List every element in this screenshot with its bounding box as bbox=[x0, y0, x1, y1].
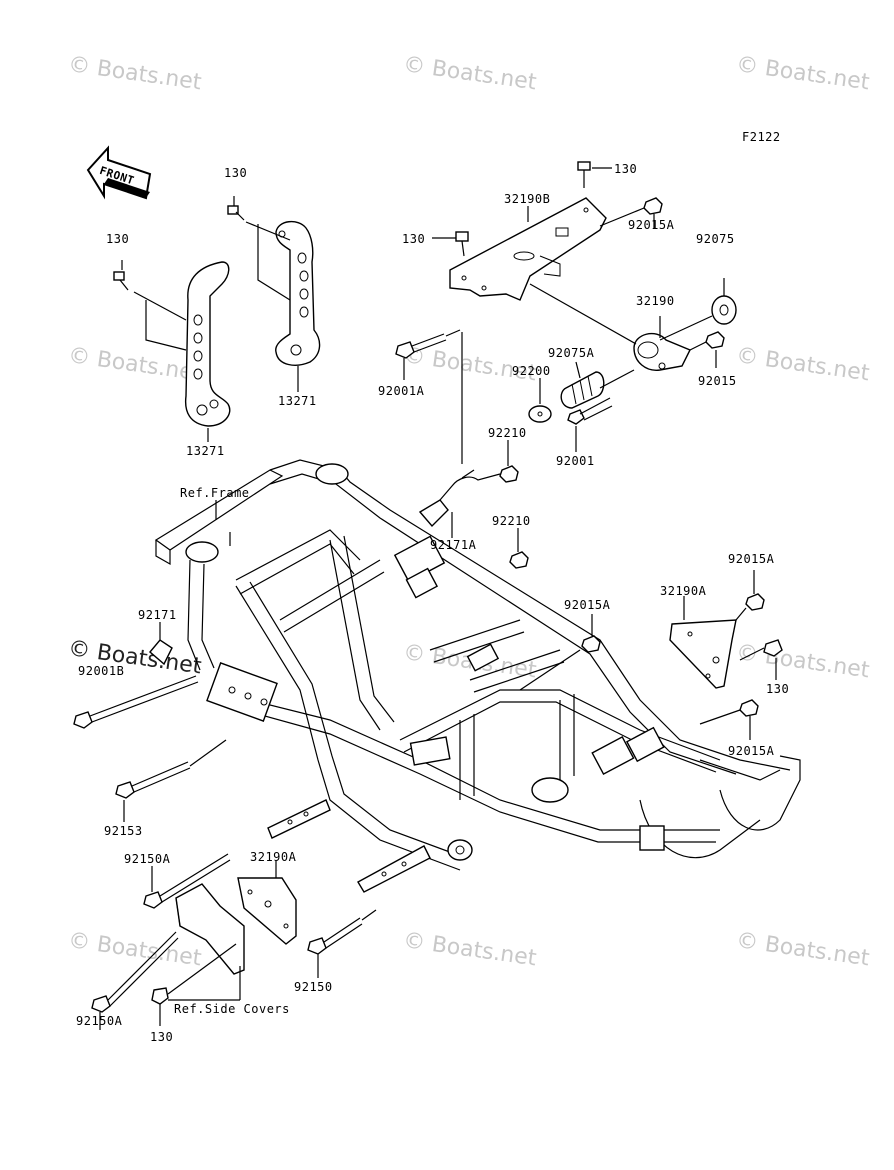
part-label: 130 bbox=[766, 682, 790, 696]
bolt-92001B-icon bbox=[73, 675, 199, 729]
part-label: 92015A bbox=[728, 744, 775, 758]
part-label: 92075A bbox=[548, 346, 595, 360]
diagram-code: F2122 bbox=[742, 130, 781, 144]
front-arrow-icon bbox=[86, 145, 152, 200]
nut-92210-icon bbox=[499, 465, 519, 483]
bolt-130-icon bbox=[455, 231, 469, 257]
guard-side-cover bbox=[175, 883, 245, 975]
part-label: 92001B bbox=[78, 664, 125, 678]
part-label: 92150A bbox=[76, 1014, 123, 1028]
bracket-32190B bbox=[449, 197, 607, 301]
part-label: 92015A bbox=[564, 598, 611, 612]
part-label: 92015A bbox=[728, 552, 775, 566]
part-label: 92015 bbox=[698, 374, 737, 388]
part-label: 32190B bbox=[504, 192, 551, 206]
part-label: 13271 bbox=[186, 444, 225, 458]
plate-32190A-lower bbox=[237, 877, 297, 945]
part-label: 92171A bbox=[430, 538, 477, 552]
bolt-92153-icon bbox=[115, 761, 191, 799]
part-label: 92001A bbox=[378, 384, 425, 398]
bolt-130-icon bbox=[151, 987, 169, 1005]
pivot-32190 bbox=[633, 332, 691, 371]
part-label: 92210 bbox=[492, 514, 531, 528]
nut-92015A-icon bbox=[739, 699, 759, 717]
clip-92171A bbox=[418, 469, 501, 528]
plate-32190A-right bbox=[669, 619, 737, 689]
part-label: 92015A bbox=[628, 218, 675, 232]
part-label: 130 bbox=[106, 232, 130, 246]
nut-92015A-icon bbox=[643, 197, 663, 215]
bolt-92150-icon bbox=[307, 917, 363, 955]
nut-92015A-icon bbox=[581, 635, 601, 653]
part-label: 92210 bbox=[488, 426, 527, 440]
nut-92015-icon bbox=[705, 331, 725, 349]
part-label: 130 bbox=[224, 166, 248, 180]
bolt-130-icon bbox=[739, 639, 783, 661]
bolt-92150A-icon bbox=[143, 853, 231, 909]
nut-92015A-icon bbox=[745, 593, 765, 611]
part-label: 92075 bbox=[696, 232, 735, 246]
ref-frame-label: Ref.Frame bbox=[180, 486, 250, 500]
bolt-92150A-icon bbox=[91, 931, 179, 1013]
clip-92171 bbox=[149, 639, 173, 666]
bolt-130-icon bbox=[113, 271, 129, 291]
ref-side-covers-label: Ref.Side Covers bbox=[174, 1002, 290, 1016]
part-label: 92171 bbox=[138, 608, 177, 622]
washer-92075-icon bbox=[711, 295, 737, 325]
part-label: 92200 bbox=[512, 364, 551, 378]
part-label: 92150 bbox=[294, 980, 333, 994]
main-frame bbox=[154, 459, 801, 893]
bracket-13271-left bbox=[184, 261, 231, 427]
bolt-130-icon bbox=[577, 161, 591, 188]
bracket-13271-right bbox=[275, 221, 321, 366]
bolt-130-icon bbox=[227, 205, 245, 221]
bushing-92075A bbox=[560, 369, 635, 409]
part-label: 130 bbox=[614, 162, 638, 176]
part-label: 92150A bbox=[124, 852, 171, 866]
part-label: 92153 bbox=[104, 824, 143, 838]
nut-92210-icon bbox=[509, 551, 529, 569]
part-label: 130 bbox=[402, 232, 426, 246]
washer-92200-icon bbox=[528, 405, 552, 423]
part-label: 92001 bbox=[556, 454, 595, 468]
part-label: 13271 bbox=[278, 394, 317, 408]
part-label: 32190A bbox=[250, 850, 297, 864]
part-label: 32190A bbox=[660, 584, 707, 598]
part-label: 32190 bbox=[636, 294, 675, 308]
bolt-92001A-icon bbox=[395, 333, 447, 359]
bolt-92001-icon bbox=[567, 397, 613, 425]
part-label: 130 bbox=[150, 1030, 174, 1044]
